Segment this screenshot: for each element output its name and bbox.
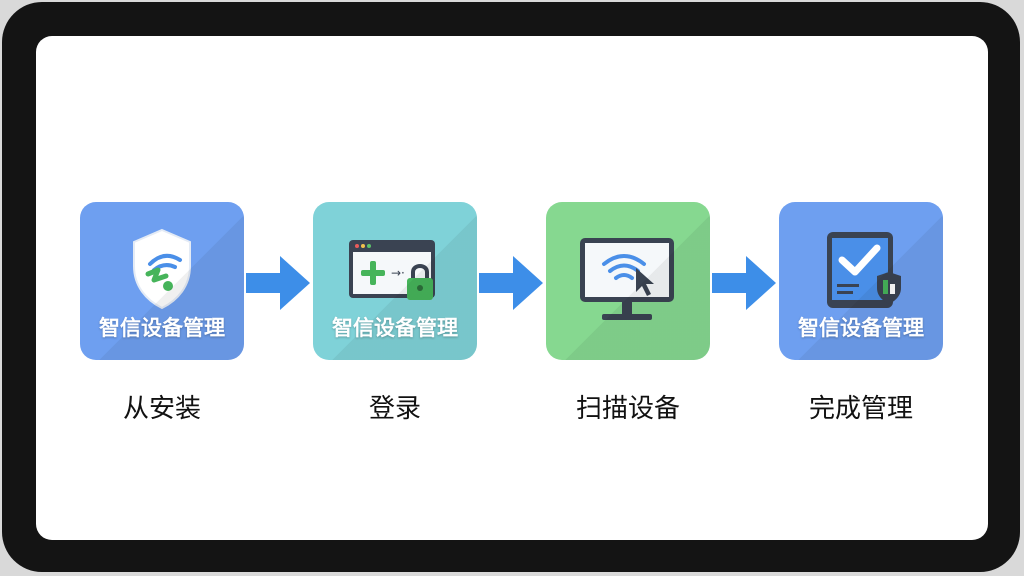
step-4-tile: 智信设备管理 — [779, 202, 943, 360]
step-2-tile: →· 智信设备管理 — [313, 202, 477, 360]
step-3-tile — [546, 202, 710, 360]
svg-text:→·: →· — [391, 266, 405, 280]
step-3-label: 扫描设备 — [575, 394, 680, 424]
arrow-right-icon — [479, 256, 543, 310]
step-2-tile-text: 智信设备管理 — [332, 316, 458, 340]
step-2-label: 登录 — [368, 394, 421, 424]
step-1-label: 从安装 — [122, 394, 201, 424]
arrow-right-icon — [712, 256, 776, 310]
step-1-tile-text: 智信设备管理 — [99, 316, 225, 340]
monitor-wifi-cursor-icon — [580, 238, 674, 320]
step-1-tile: 智信设备管理 — [80, 202, 244, 360]
step-4-label: 完成管理 — [808, 394, 913, 424]
step-4-tile-text: 智信设备管理 — [798, 316, 924, 340]
arrow-right-icon — [246, 256, 310, 310]
